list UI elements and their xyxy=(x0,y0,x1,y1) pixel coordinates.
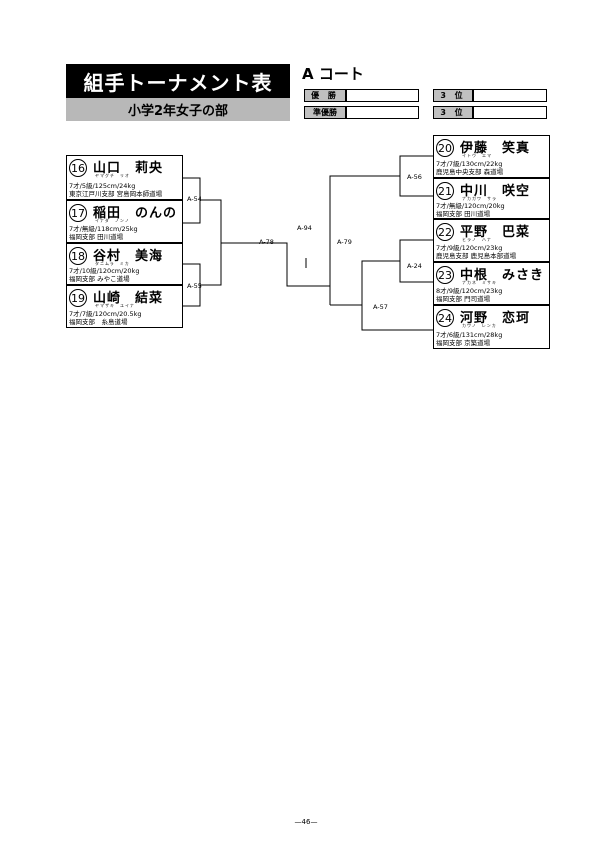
seed-number: 22 xyxy=(436,223,454,241)
seed-number: 21 xyxy=(436,182,454,200)
seed-number: 18 xyxy=(69,247,87,265)
division-subtitle: 小学2年女子の部 xyxy=(66,98,290,121)
player-name: 山口 莉央 xyxy=(93,161,164,176)
player-card-18: 18 谷村 美海 タニムラ ミカ 7才/10級/120cm/20kg 福岡支部 … xyxy=(66,243,183,285)
player-card-17: 17 稲田 のんの イナダ ノンノ 7才/無級/118cm/25kg 福岡支部 … xyxy=(66,200,183,243)
player-name: 伊藤 笑真 xyxy=(460,141,531,156)
player-kana: タニムラ ミカ xyxy=(95,261,130,266)
match-label-a24: A-24 xyxy=(407,262,422,270)
player-name: 谷村 美海 xyxy=(93,249,164,264)
match-label-a54: A-54 xyxy=(187,195,202,203)
player-kana: ナカネ ミサキ xyxy=(462,280,497,285)
third-place-field-2 xyxy=(473,106,547,119)
runner-up-field xyxy=(346,106,419,119)
match-label-a55: A-55 xyxy=(187,282,202,290)
seed-number: 17 xyxy=(69,204,87,222)
winner-label: 優 勝 xyxy=(304,89,346,102)
player-stats: 7才/7級/130cm/22kg xyxy=(436,160,503,168)
player-card-24: 24 河野 恋珂 カワノ レンカ 7才/6級/131cm/28kg 福岡支部 京… xyxy=(433,305,550,349)
player-club: 福岡支部 田川道場 xyxy=(69,233,124,241)
player-name: 中川 咲空 xyxy=(460,184,531,199)
player-name: 中根 みさき xyxy=(460,268,545,283)
player-stats: 7才/10級/120cm/20kg xyxy=(69,267,140,275)
runner-up-label: 準優勝 xyxy=(304,106,346,119)
player-club: 鹿児島中央支部 森道場 xyxy=(436,168,504,176)
winner-field xyxy=(346,89,419,102)
player-kana: イナダ ノンノ xyxy=(95,218,130,223)
player-stats: 7才/7級/120cm/20.5kg xyxy=(69,310,142,318)
player-card-19: 19 山崎 結菜 ヤマザキ ユイナ 7才/7級/120cm/20.5kg 福岡支… xyxy=(66,285,183,328)
player-kana: イトウ エマ xyxy=(462,153,492,158)
player-club: 福岡支部 門司道場 xyxy=(436,295,491,303)
match-label-a56: A-56 xyxy=(407,173,422,181)
player-card-20: 20 伊藤 笑真 イトウ エマ 7才/7級/130cm/22kg 鹿児島中央支部… xyxy=(433,135,550,178)
player-stats: 7才/無級/120cm/20kg xyxy=(436,202,505,210)
player-club: 福岡支部 田川道場 xyxy=(436,210,491,218)
player-kana: ヒラノ ハナ xyxy=(462,237,492,242)
player-kana: ヤマグチ リオ xyxy=(95,173,130,178)
player-kana: ナカガワ サラ xyxy=(462,196,497,201)
player-stats: 7才/5級/125cm/24kg xyxy=(69,182,136,190)
seed-number: 19 xyxy=(69,289,87,307)
player-stats: 7才/6級/131cm/28kg xyxy=(436,331,503,339)
player-kana: カワノ レンカ xyxy=(462,323,497,328)
seed-number: 24 xyxy=(436,309,454,327)
third-place-field-1 xyxy=(473,89,547,102)
player-stats: 7才/9級/120cm/23kg xyxy=(436,244,503,252)
player-club: 福岡支部 糸島道場 xyxy=(69,318,128,326)
player-card-23: 23 中根 みさき ナカネ ミサキ 8才/9級/120cm/23kg 福岡支部 … xyxy=(433,262,550,305)
player-name: 平野 巴菜 xyxy=(460,225,531,240)
seed-number: 23 xyxy=(436,266,454,284)
player-club: 福岡支部 京築道場 xyxy=(436,339,491,347)
court-label: A コート xyxy=(302,65,364,83)
player-stats: 7才/無級/118cm/25kg xyxy=(69,225,138,233)
seed-number: 16 xyxy=(69,159,87,177)
seed-number: 20 xyxy=(436,139,454,157)
match-label-a57: A-57 xyxy=(373,303,388,311)
player-card-16: 16 山口 莉央 ヤマグチ リオ 7才/5級/125cm/24kg 東京江戸川支… xyxy=(66,155,183,200)
player-name: 河野 恋珂 xyxy=(460,311,531,326)
player-club: 鹿児島支部 鹿児島本部道場 xyxy=(436,252,517,260)
match-label-a94: A-94 xyxy=(297,224,312,232)
third-place-label-1: 3 位 xyxy=(433,89,473,102)
tournament-title: 組手トーナメント表 xyxy=(66,64,290,98)
player-card-21: 21 中川 咲空 ナカガワ サラ 7才/無級/120cm/20kg 福岡支部 田… xyxy=(433,178,550,219)
player-club: 福岡支部 みやこ道場 xyxy=(69,275,130,283)
match-label-a79: A-79 xyxy=(337,238,352,246)
page-number: —46— xyxy=(294,818,318,826)
player-name: 稲田 のんの xyxy=(93,206,178,221)
player-card-22: 22 平野 巴菜 ヒラノ ハナ 7才/9級/120cm/23kg 鹿児島支部 鹿… xyxy=(433,219,550,262)
player-name: 山崎 結菜 xyxy=(93,291,164,306)
player-club: 東京江戸川支部 宮島岡本師道場 xyxy=(69,190,163,198)
third-place-label-2: 3 位 xyxy=(433,106,473,119)
player-kana: ヤマザキ ユイナ xyxy=(95,303,135,308)
player-stats: 8才/9級/120cm/23kg xyxy=(436,287,503,295)
match-label-a78: A-78 xyxy=(259,238,274,246)
